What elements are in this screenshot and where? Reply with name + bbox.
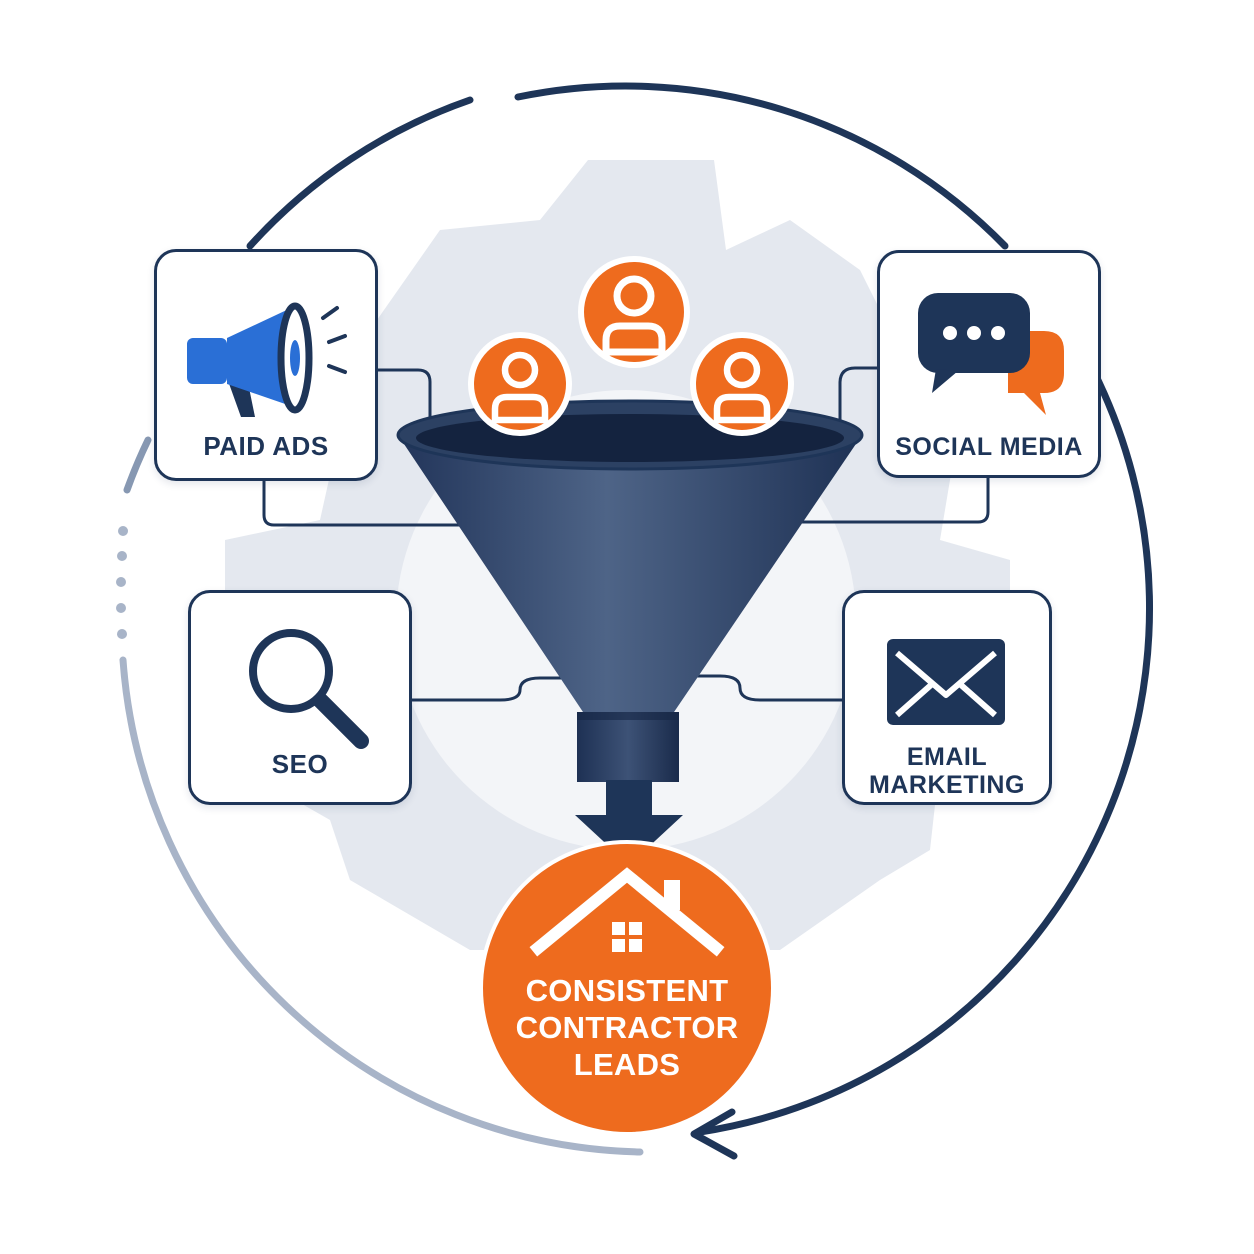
magnifier-icon — [249, 629, 369, 749]
cycle-ring — [119, 82, 1154, 1156]
megaphone-icon — [187, 302, 347, 417]
user-icon — [468, 332, 572, 436]
channel-card-paid-ads: PAID ADS — [154, 249, 378, 481]
channel-label: SEO — [271, 749, 329, 779]
cycle-dots — [116, 526, 128, 639]
channel-card-email-marketing: EMAIL MARKETING — [842, 590, 1052, 805]
chat-bubbles-icon — [918, 293, 1064, 415]
leads-group — [468, 256, 794, 436]
envelope-icon — [887, 639, 1005, 725]
result-line-2: CONTRACTOR — [515, 1010, 739, 1045]
channel-label: SOCIAL MEDIA — [895, 433, 1083, 461]
user-icon — [690, 332, 794, 436]
channel-label: PAID ADS — [203, 431, 329, 461]
cycle-arrowhead — [690, 1108, 738, 1160]
channel-card-seo: SEO — [188, 590, 412, 805]
down-arrow — [575, 780, 683, 865]
channel-card-social-media: SOCIAL MEDIA — [877, 250, 1101, 478]
connector-lines — [262, 366, 990, 702]
channel-label-line-1: EMAIL — [906, 743, 988, 771]
user-icon — [578, 256, 690, 368]
result-label: CONSISTENT CONTRACTOR LEADS — [484, 972, 770, 1083]
result-line-1: CONSISTENT — [525, 973, 729, 1008]
result-circle — [479, 840, 775, 1136]
house-icon — [529, 867, 725, 957]
result-line-3: LEADS — [573, 1047, 681, 1082]
channel-label-line-2: MARKETING — [869, 771, 1025, 799]
